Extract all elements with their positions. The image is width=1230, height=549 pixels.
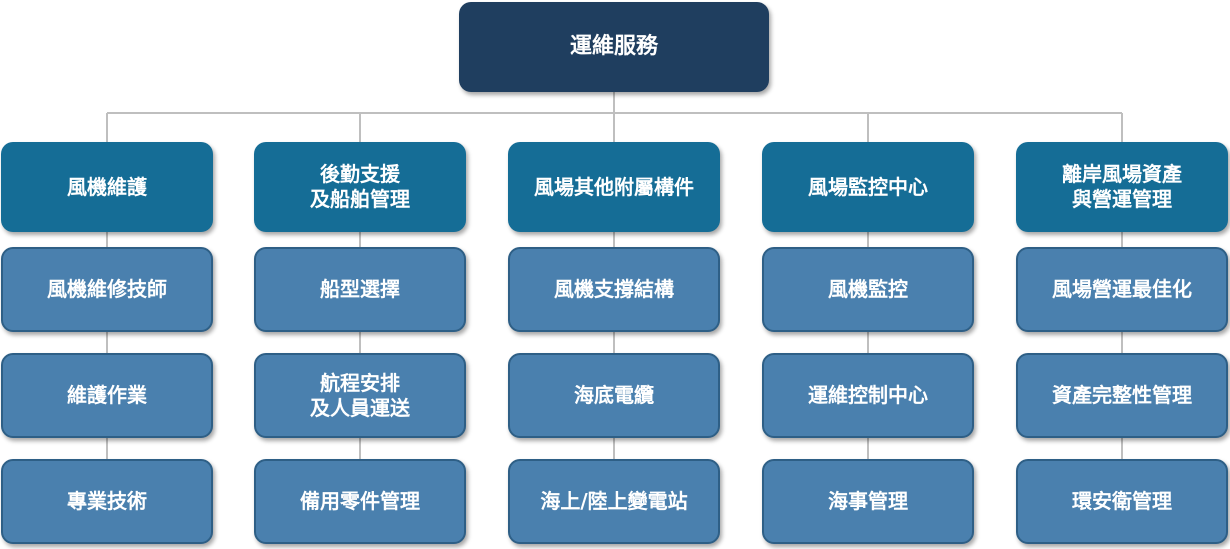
category-item-1-1: 航程安排 及人員運送 xyxy=(254,353,466,438)
category-item-2-2: 海上/陸上變電站 xyxy=(508,459,720,544)
category-header-0: 風機維護 xyxy=(1,142,213,232)
category-item-1-2: 備用零件管理 xyxy=(254,459,466,544)
category-item-0-0: 風機維修技師 xyxy=(1,247,213,332)
category-header-4: 離岸風場資產 與營運管理 xyxy=(1016,142,1228,232)
root-node: 運維服務 xyxy=(459,2,769,92)
category-item-4-2: 環安衛管理 xyxy=(1016,459,1228,544)
category-item-3-0: 風機監控 xyxy=(762,247,974,332)
category-item-2-0: 風機支撐結構 xyxy=(508,247,720,332)
category-item-4-1: 資產完整性管理 xyxy=(1016,353,1228,438)
category-item-0-1: 維護作業 xyxy=(1,353,213,438)
category-item-3-2: 海事管理 xyxy=(762,459,974,544)
category-item-2-1: 海底電纜 xyxy=(508,353,720,438)
category-item-4-0: 風場營運最佳化 xyxy=(1016,247,1228,332)
category-header-1: 後勤支援 及船舶管理 xyxy=(254,142,466,232)
category-header-3: 風場監控中心 xyxy=(762,142,974,232)
category-item-3-1: 運維控制中心 xyxy=(762,353,974,438)
category-header-2: 風場其他附屬構件 xyxy=(508,142,720,232)
category-item-1-0: 船型選擇 xyxy=(254,247,466,332)
category-item-0-2: 專業技術 xyxy=(1,459,213,544)
